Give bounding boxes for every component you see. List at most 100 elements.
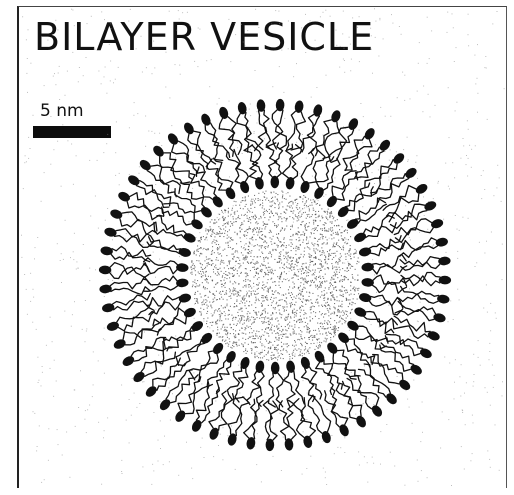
outer-lipid-tail <box>122 212 157 231</box>
outer-lipid-tail <box>126 329 162 345</box>
outer-lipid-tail <box>130 193 164 216</box>
outer-lipid-tail <box>264 110 271 149</box>
outer-lipid-tail <box>147 171 176 197</box>
outer-headgroup <box>414 182 429 196</box>
outer-headgroup <box>109 208 124 220</box>
outer-headgroup <box>430 218 444 230</box>
inner-headgroup <box>325 341 339 356</box>
inner-lipid-tail <box>332 171 356 196</box>
outer-lipid-tail <box>196 384 212 420</box>
inner-lipid-tail <box>337 172 358 200</box>
inner-headgroup <box>312 186 325 201</box>
inner-lipid-tail <box>226 152 240 183</box>
lipid-headgroups <box>99 99 451 451</box>
outer-headgroup <box>378 138 393 153</box>
outer-headgroup <box>144 384 159 399</box>
outer-headgroup <box>190 418 203 433</box>
inner-lipid-tail <box>149 302 181 315</box>
outer-headgroup <box>384 391 399 406</box>
outer-headgroup <box>330 109 342 124</box>
inner-headgroup <box>182 306 197 319</box>
lipid-tails <box>110 110 440 440</box>
outer-headgroup <box>432 312 446 323</box>
outer-headgroup <box>370 403 384 418</box>
inner-lipid-tail <box>302 368 316 401</box>
inner-headgroup <box>189 217 204 231</box>
outer-lipid-tail <box>205 126 223 161</box>
outer-headgroup <box>138 158 153 173</box>
outer-lipid-tail <box>364 364 390 393</box>
outer-lipid-tail <box>400 246 438 257</box>
outer-headgroup <box>112 338 127 351</box>
aqueous-core-stipple <box>190 191 359 361</box>
outer-headgroup <box>338 423 351 438</box>
outer-headgroup <box>409 363 424 377</box>
inner-headgroup <box>210 194 224 209</box>
inner-headgroup <box>211 341 225 356</box>
outer-lipid-tail <box>385 336 420 356</box>
inner-headgroup <box>199 205 214 220</box>
outer-headgroup <box>117 190 132 203</box>
outer-headgroup <box>158 397 173 412</box>
outer-headgroup <box>182 121 196 136</box>
inner-lipid-tail <box>197 167 217 196</box>
outer-headgroup <box>199 112 212 127</box>
outer-lipid-tail <box>116 229 154 242</box>
outer-headgroup <box>363 126 377 141</box>
outer-lipid-tail <box>111 252 149 261</box>
inner-lipid-tail <box>371 243 404 256</box>
outer-headgroup <box>218 106 230 120</box>
inner-lipid-tail <box>337 350 360 376</box>
outer-lipid-tail <box>378 178 409 202</box>
inner-lipid-tail <box>234 150 248 182</box>
outer-headgroup <box>151 144 166 159</box>
inner-headgroup <box>199 331 214 346</box>
outer-headgroup <box>312 103 323 117</box>
outer-lipid-tail <box>287 111 296 149</box>
inner-headgroup <box>224 186 237 201</box>
outer-lipid-tail <box>401 276 440 286</box>
inner-headgroup <box>336 330 351 345</box>
inner-lipid-tail <box>162 207 192 225</box>
inner-headgroup <box>353 231 368 244</box>
inner-headgroup <box>182 231 197 244</box>
outer-lipid-tail <box>186 382 208 414</box>
inner-lipid-tail <box>283 144 293 178</box>
inner-headgroup <box>299 180 311 195</box>
outer-lipid-tail <box>127 202 163 220</box>
inner-headgroup <box>325 194 339 209</box>
inner-headgroup <box>271 362 280 374</box>
inner-lipid-tail <box>227 367 241 400</box>
outer-headgroup <box>126 173 141 187</box>
inner-lipid-tail <box>143 276 177 285</box>
inner-lipid-tail <box>189 351 213 380</box>
outer-headgroup <box>347 117 360 132</box>
outer-lipid-tail <box>380 345 411 371</box>
outer-headgroup <box>166 131 180 146</box>
outer-headgroup <box>403 166 418 180</box>
inner-headgroup <box>224 349 237 364</box>
inner-lipid-tail <box>373 265 407 274</box>
inner-headgroup <box>345 319 360 333</box>
outer-lipid-tail <box>373 355 403 380</box>
outer-headgroup <box>354 414 368 429</box>
inner-lipid-tail <box>373 275 407 286</box>
outer-lipid-tail <box>401 273 440 282</box>
outer-lipid-tail <box>178 141 204 170</box>
outer-headgroup <box>106 320 120 332</box>
outer-headgroup <box>391 151 406 166</box>
outer-headgroup <box>173 409 187 424</box>
inner-lipid-tail <box>247 371 260 404</box>
inner-headgroup <box>239 180 251 195</box>
inner-headgroup <box>336 204 351 219</box>
inner-lipid-tail <box>178 343 205 365</box>
outer-lipid-tail <box>237 114 251 152</box>
inner-lipid-tail <box>309 150 325 183</box>
outer-lipid-tail <box>394 316 430 332</box>
inner-lipid-tail <box>333 354 356 380</box>
inner-lipid-tail <box>147 296 180 306</box>
inner-headgroup <box>353 306 368 319</box>
outer-headgroup <box>397 378 412 393</box>
outer-headgroup <box>320 430 332 444</box>
